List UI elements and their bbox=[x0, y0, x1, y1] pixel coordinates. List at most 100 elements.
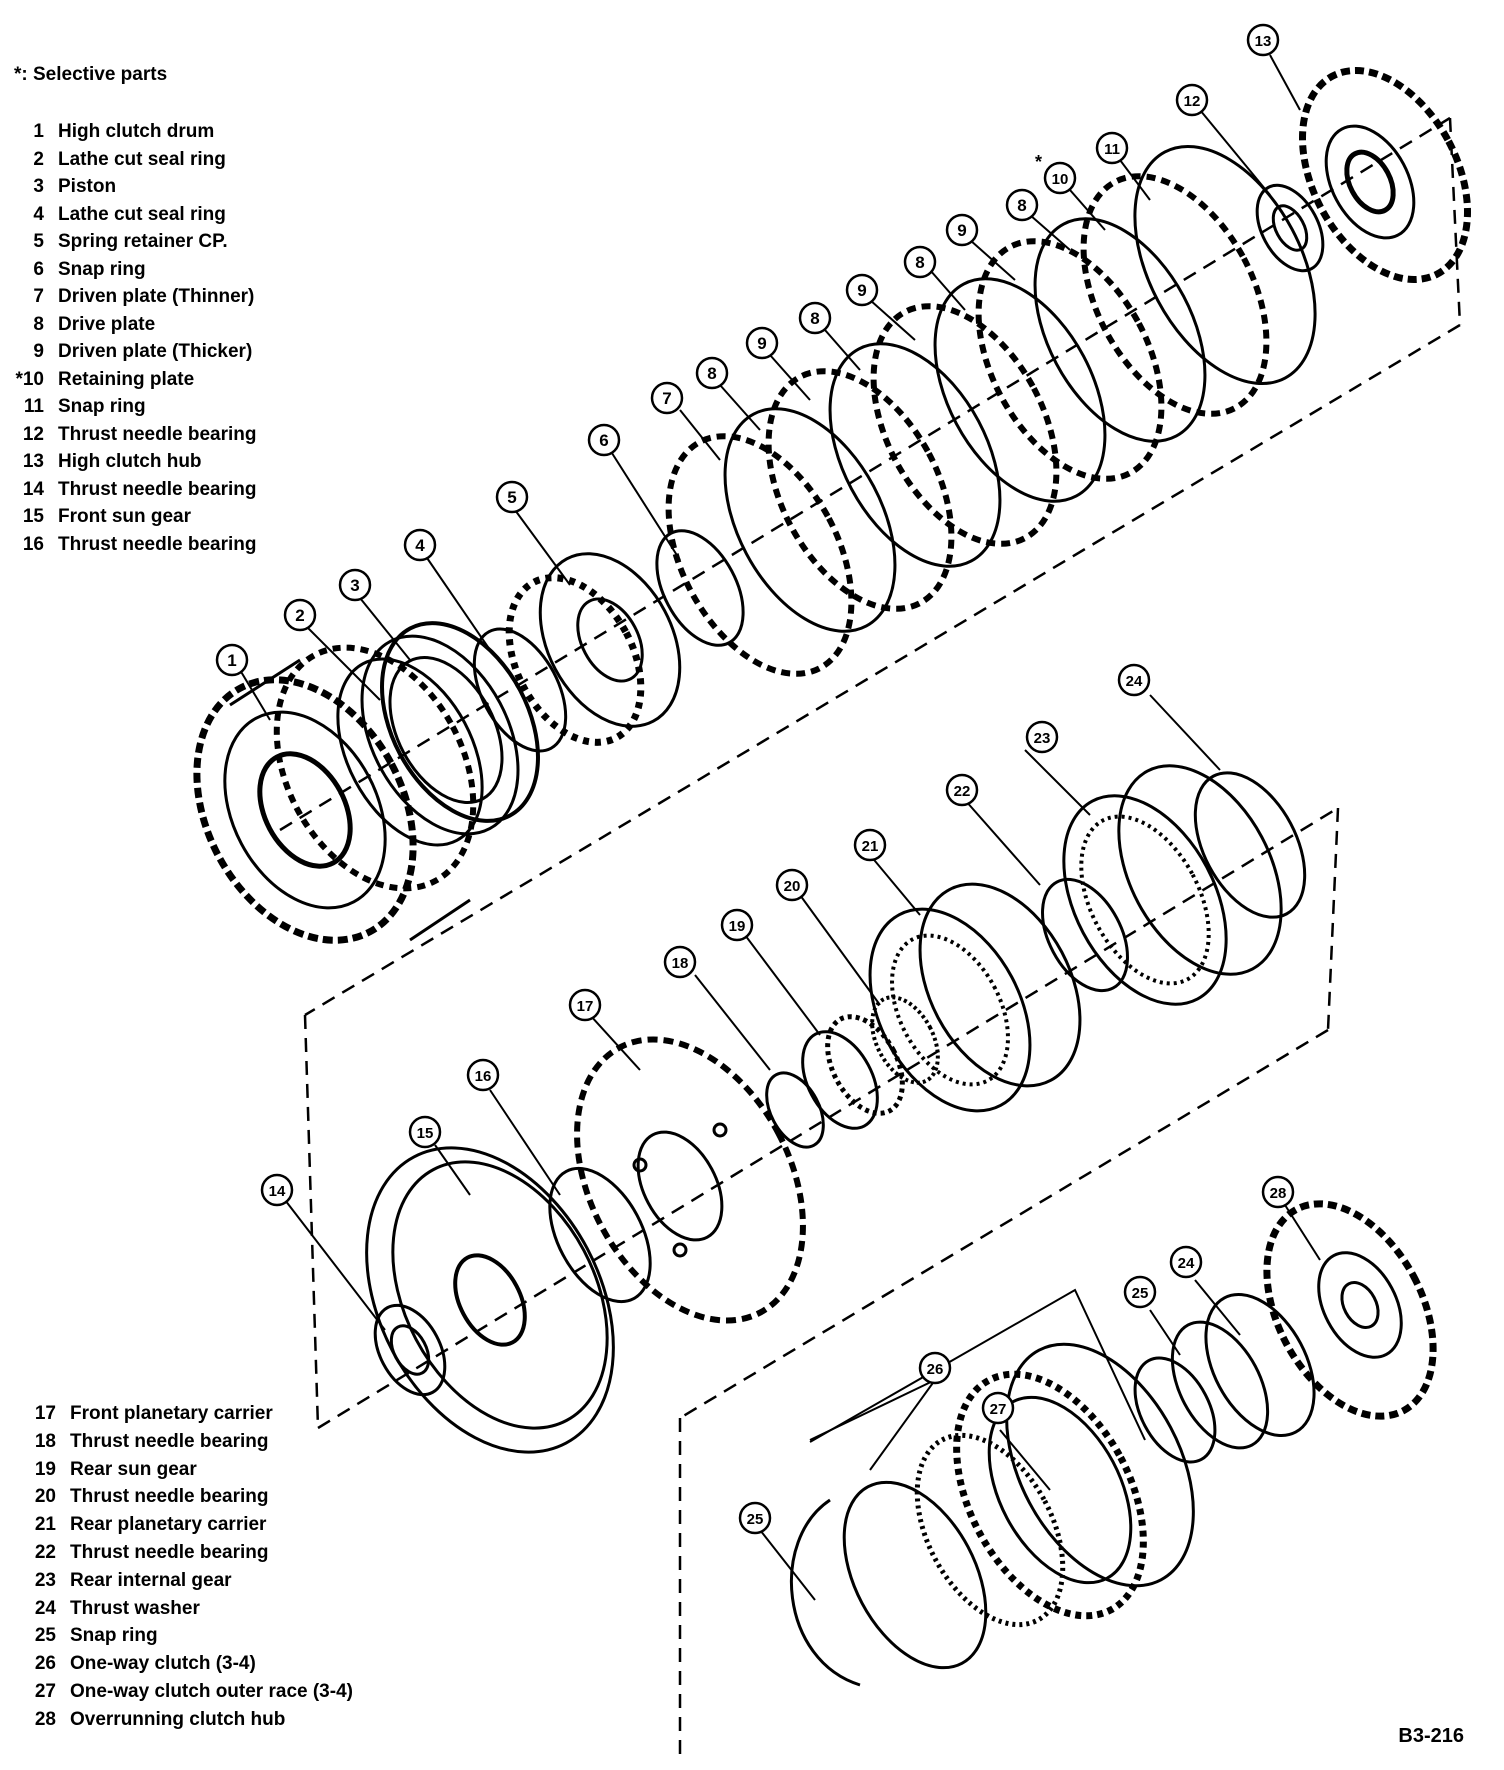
callout-28: 28 bbox=[1261, 1175, 1295, 1209]
callout-26: 26 bbox=[918, 1351, 952, 1385]
part-snap-ring-25-left bbox=[789, 1498, 861, 1687]
legend-item-number: 20 bbox=[34, 1486, 56, 1508]
callout-22: 22 bbox=[945, 773, 979, 807]
callout-24a: 24 bbox=[1117, 663, 1151, 697]
part-spring-retainer bbox=[505, 552, 682, 746]
callout-number: 25 bbox=[1132, 1285, 1149, 1302]
legend-item-label: Thrust needle bearing bbox=[70, 1541, 269, 1563]
legend-item-number: 11 bbox=[23, 396, 44, 417]
legend-item-label: High clutch hub bbox=[58, 451, 202, 472]
callout-number: 11 bbox=[1104, 141, 1120, 158]
part-high-clutch-hub bbox=[1299, 66, 1471, 284]
legend-item-number: 16 bbox=[22, 533, 44, 555]
part-drive-plate bbox=[933, 277, 1107, 503]
callout-9c: 9 bbox=[945, 213, 979, 247]
legend-item-number: 27 bbox=[34, 1680, 56, 1702]
legend-item-label: Thrust needle bearing bbox=[58, 478, 257, 500]
callout-number: 9 bbox=[957, 221, 966, 240]
legend-item-label: Snap ring bbox=[70, 1625, 158, 1647]
part-driven-plate-thicker bbox=[870, 303, 1060, 547]
part-driven-plate-thinner bbox=[665, 433, 855, 677]
legend-item-number: 2 bbox=[33, 148, 44, 170]
callout-23: 23 bbox=[1025, 720, 1059, 754]
part-thrust-washer-top bbox=[1193, 771, 1307, 919]
callout-6: 6 bbox=[587, 423, 621, 457]
legend-item-label: Thrust needle bearing bbox=[70, 1430, 269, 1452]
part-snap-ring-6 bbox=[655, 529, 745, 647]
callout-1: 1 bbox=[215, 643, 249, 677]
legend-item-label: Retaining plate bbox=[58, 368, 195, 390]
callout-circle bbox=[587, 423, 621, 457]
callout-16: 16 bbox=[466, 1058, 500, 1092]
callout-number: 21 bbox=[862, 838, 879, 855]
part-high-clutch-drum bbox=[193, 644, 477, 944]
callout-circle bbox=[1025, 720, 1059, 754]
callout-number: 9 bbox=[757, 334, 766, 353]
callout-number: 8 bbox=[707, 364, 716, 383]
callout-circle bbox=[260, 1173, 294, 1207]
callout-number: 10 bbox=[1052, 171, 1069, 188]
callout-labels: 1234567898989810111213141516171819202122… bbox=[215, 23, 1295, 1535]
callout-circle bbox=[853, 828, 887, 862]
callout-circle bbox=[695, 356, 729, 390]
callout-10: 10 bbox=[1043, 161, 1077, 195]
part-thrust-bearing-22 bbox=[1041, 877, 1129, 993]
legend-item-number: *10 bbox=[15, 368, 44, 390]
part-rear-internal-gear bbox=[1062, 764, 1283, 1006]
legend-item: 11 Snap ring bbox=[8, 393, 256, 421]
legend-item-number: 17 bbox=[34, 1403, 56, 1424]
part-drive-plate bbox=[723, 407, 897, 633]
callout-8c: 8 bbox=[903, 245, 937, 279]
callout-circle bbox=[663, 945, 697, 979]
legend-item-label: Front sun gear bbox=[58, 506, 192, 527]
part-one-way-clutch bbox=[842, 1432, 1066, 1670]
callout-4: 4 bbox=[403, 528, 437, 562]
callout-number: 12 bbox=[1184, 93, 1201, 110]
callout-number: 24 bbox=[1178, 1255, 1195, 1272]
callout-17: 17 bbox=[568, 988, 602, 1022]
part-drive-plate bbox=[1033, 217, 1207, 443]
callout-14: 14 bbox=[260, 1173, 294, 1207]
callout-circle bbox=[408, 1115, 442, 1149]
callout-circle bbox=[1246, 23, 1280, 57]
callout-circle bbox=[1175, 83, 1209, 117]
callout-5: 5 bbox=[495, 480, 529, 514]
centerlines bbox=[279, 116, 1462, 1760]
callout-circle bbox=[1043, 161, 1077, 195]
callout-9b: 9 bbox=[845, 273, 879, 307]
callout-circle bbox=[283, 598, 317, 632]
callout-19: 19 bbox=[720, 908, 754, 942]
legend-item-label: Snap ring bbox=[58, 396, 146, 417]
callout-number: 25 bbox=[747, 1511, 764, 1528]
callout-11: 11 bbox=[1095, 131, 1129, 165]
callout-7: 7 bbox=[650, 381, 684, 415]
legend-item-number: 5 bbox=[33, 231, 44, 252]
callout-21: 21 bbox=[853, 828, 887, 862]
callout-circle bbox=[945, 213, 979, 247]
legend-item-number: 9 bbox=[33, 341, 44, 362]
legend-item-number: 8 bbox=[33, 313, 44, 335]
callout-13: 13 bbox=[1246, 23, 1280, 57]
part-rear-planetary-carrier bbox=[868, 882, 1082, 1113]
callout-circle bbox=[466, 1058, 500, 1092]
callout-number: 20 bbox=[784, 878, 801, 895]
callout-circle bbox=[215, 643, 249, 677]
callout-circle bbox=[775, 868, 809, 902]
legend-item-label: Rear planetary carrier bbox=[70, 1514, 267, 1536]
callout-9a: 9 bbox=[745, 326, 779, 360]
figure-code: B3-216 bbox=[1398, 1725, 1464, 1747]
callout-circle bbox=[1117, 663, 1151, 697]
